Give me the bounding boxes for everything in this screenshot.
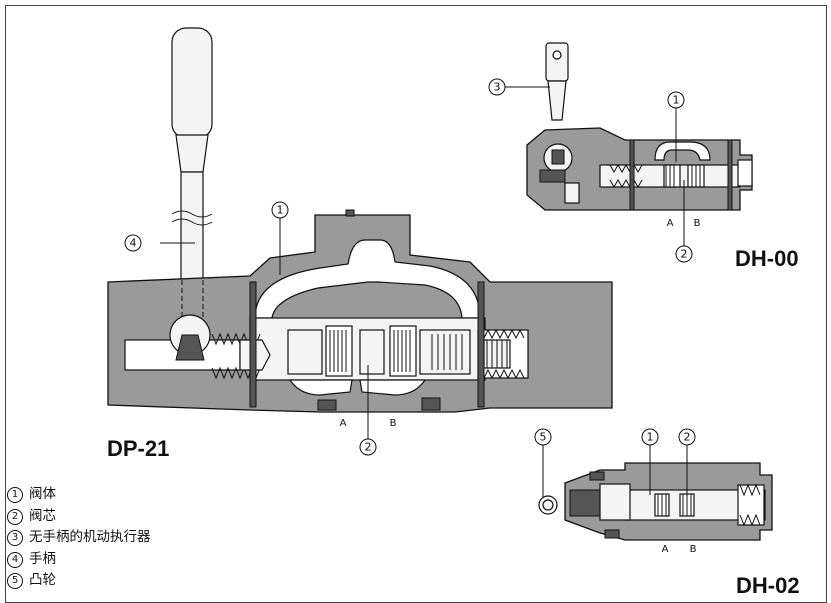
dh02-callout-5: 5 [534, 428, 552, 446]
dp21-lever-break [171, 210, 213, 226]
dh02-port-b-label: B [690, 544, 697, 555]
dh00-port-a-label: A [667, 218, 674, 229]
dp21-lever-shaft [180, 171, 204, 285]
dp21-drawing: A B [107, 27, 613, 440]
legend-label: 阀芯 [29, 507, 56, 524]
dh02-drawing: A B [538, 444, 773, 555]
svg-text:1: 1 [647, 431, 654, 444]
dh02-port-a-label: A [662, 544, 669, 555]
dh02-callout-2: 2 [678, 428, 696, 446]
dh00-drawing: A B [505, 42, 753, 246]
svg-text:5: 5 [540, 431, 547, 444]
svg-text:1: 1 [277, 204, 284, 217]
legend-label: 阀体 [29, 486, 56, 502]
dp21-callout-2: 2 [359, 438, 377, 456]
dp21-callout-4: 4 [124, 234, 142, 252]
dh00-title: DH-00 [735, 246, 799, 271]
dp21-callout-1: 1 [271, 201, 289, 219]
dh02-callout-1: 1 [641, 428, 659, 446]
dh02-title: DH-02 [736, 573, 800, 598]
dp21-lever-neck [175, 134, 209, 173]
dp21-top-passage [254, 239, 481, 319]
dp21-spool [287, 325, 471, 377]
dp21-lever-grip [171, 27, 213, 139]
dh00-callout-2: 2 [675, 245, 693, 263]
svg-text:4: 4 [130, 237, 137, 250]
legend-label: 手柄 [29, 550, 56, 567]
dp21-port-b-label: B [390, 418, 397, 429]
dh00-callout-3: 3 [488, 78, 506, 96]
svg-text:3: 3 [494, 81, 501, 94]
dp21-title: DP-21 [107, 436, 170, 461]
svg-text:2: 2 [681, 248, 688, 261]
svg-text:2: 2 [365, 441, 372, 454]
svg-text:1: 1 [673, 94, 680, 107]
dp21-right-spring [479, 328, 525, 380]
dp21-port-a-label: A [340, 418, 347, 429]
legend-label: 无手柄的机动执行器 [29, 529, 151, 545]
dh00-callout-1: 1 [667, 91, 685, 109]
svg-text:2: 2 [684, 431, 691, 444]
legend-label: 凸轮 [29, 572, 56, 588]
dh00-port-b-label: B [694, 218, 701, 229]
